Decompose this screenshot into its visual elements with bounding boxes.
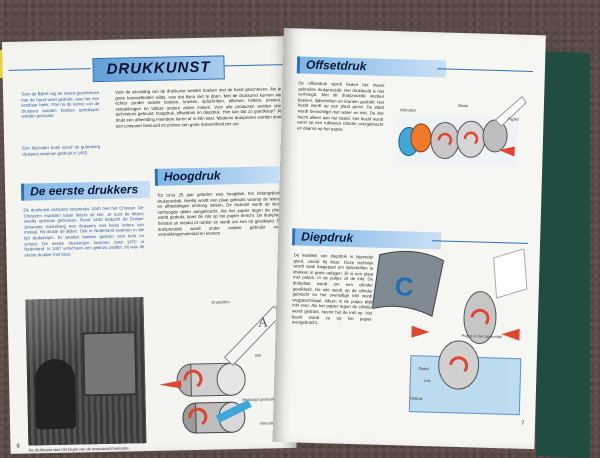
letter-a: A bbox=[258, 315, 269, 330]
label-offset-water: Water bbox=[457, 102, 469, 109]
section-heading-eerste-drukkers: De eerste drukkers bbox=[20, 180, 151, 201]
historic-printing-photo bbox=[25, 297, 147, 446]
section-heading-offsetdruk: Offsetdruk bbox=[296, 56, 447, 78]
right-page: Offsetdruk De offsetdruk wordt heden het… bbox=[272, 28, 546, 450]
book-cover-edge bbox=[536, 51, 590, 458]
offset-rule bbox=[436, 68, 533, 72]
intro-text: Voor de uitvinding van de drukkunst werd… bbox=[115, 86, 282, 129]
engraved-cylinder: C bbox=[371, 250, 445, 317]
offset-rollers bbox=[398, 119, 508, 160]
diepdruk-diagram: C bbox=[371, 248, 528, 416]
hoogdruk-text: Tot circa 25 jaar geleden was hoogdruk h… bbox=[157, 190, 282, 237]
hoogdruk-diagram: A bbox=[159, 305, 283, 434]
feed-arrow bbox=[159, 380, 182, 389]
intro-sidebar-text: Toen de Bijbel nog ter meest geschreven … bbox=[21, 89, 100, 119]
label-inkt: Inkt bbox=[254, 352, 262, 358]
lower-roller bbox=[182, 401, 246, 434]
label-diep-inkt: Inkt bbox=[424, 378, 431, 384]
diepdruk-arrow-right bbox=[501, 328, 520, 341]
label-offset-papier: Papier bbox=[507, 116, 520, 122]
label-offset-inkt: Inktrollen bbox=[399, 107, 417, 113]
photo-caption: De drukkunst was het begin van de massac… bbox=[28, 445, 130, 453]
diepdruk-rollers bbox=[438, 291, 497, 390]
eerste-drukkers-text: De drukkunst ontstond omstreeks 1040 met… bbox=[23, 205, 145, 258]
diepdruk-rule bbox=[432, 240, 529, 244]
offset-paper bbox=[494, 95, 527, 127]
label-verhoogd: Verhoogd gedeelte bbox=[241, 396, 276, 403]
label-drukrollen: Drukrollen bbox=[211, 299, 230, 305]
page-title: DRUKKUNST bbox=[92, 55, 225, 83]
offset-arrow bbox=[498, 146, 515, 157]
open-book: DRUKKUNST Toen de Bijbel nog ter meest g… bbox=[0, 22, 592, 458]
offsetdruk-text: De offsetdruk wordt heden het meest gebr… bbox=[297, 80, 385, 132]
page-number-right: 7 bbox=[520, 420, 525, 427]
title-rule-left bbox=[8, 68, 91, 71]
diepdruk-text: De kwaliteit van diepdruk is bijzonder g… bbox=[291, 252, 374, 326]
letter-c: C bbox=[394, 271, 414, 302]
title-rule-right bbox=[224, 64, 285, 67]
section-heading-hoogdruk: Hoogdruk bbox=[154, 166, 285, 186]
ink-plate bbox=[215, 399, 252, 423]
label-inktbak: Inktbak bbox=[409, 395, 423, 402]
intro-sidebar-text-2: Een bijzonder boek vanaf de gutenberg dr… bbox=[22, 143, 101, 157]
diepdruk-arrow-left bbox=[411, 325, 430, 338]
diepdruk-paper bbox=[493, 248, 528, 299]
page-number-left: 6 bbox=[16, 443, 20, 450]
upper-roller bbox=[176, 362, 246, 397]
left-page: DRUKKUNST Toen de Bijbel nog ter meest g… bbox=[2, 36, 297, 454]
label-rakel: Rakel bbox=[418, 365, 429, 372]
offset-diagram bbox=[396, 95, 527, 167]
